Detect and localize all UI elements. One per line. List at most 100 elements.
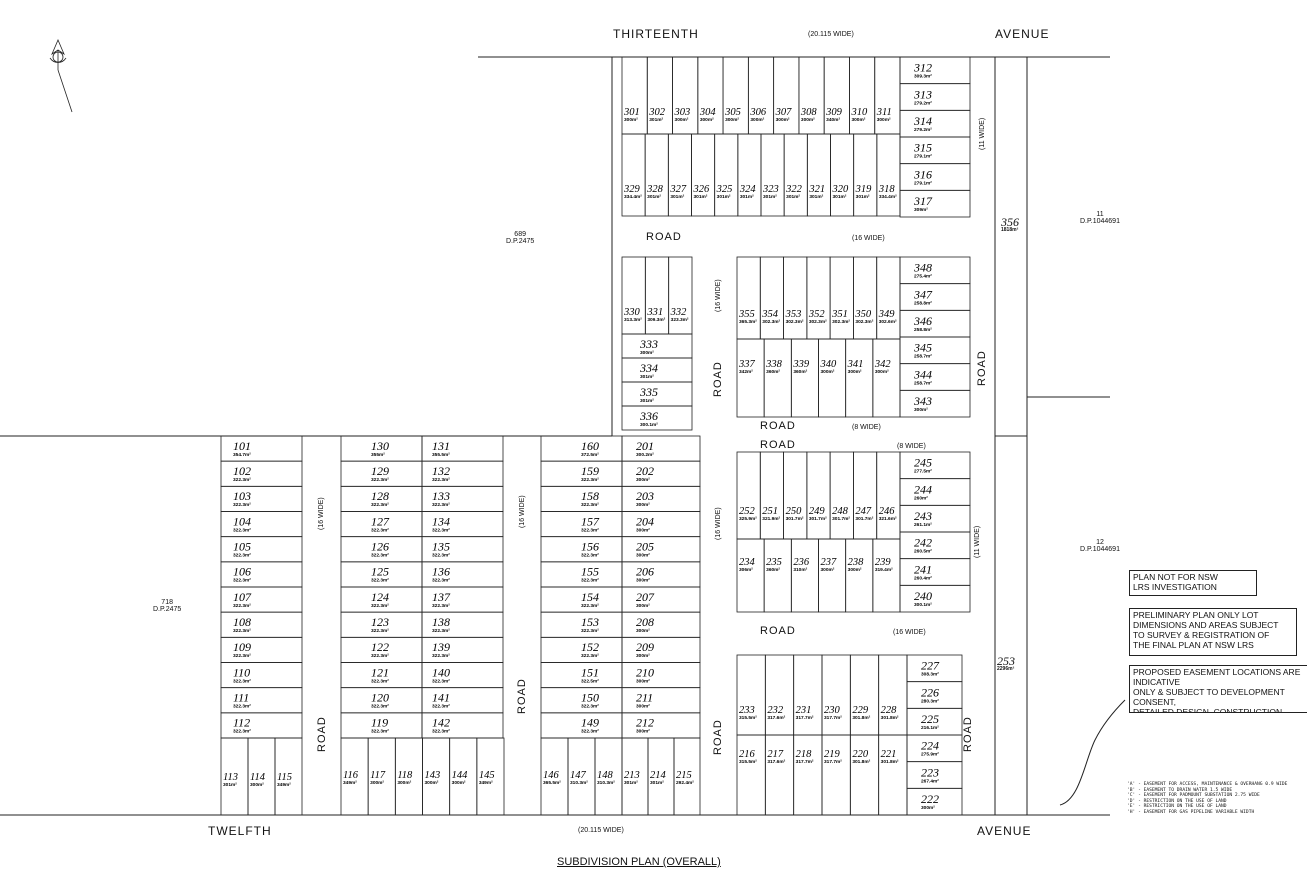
lot-area-152: 322.3m² [581,653,599,659]
lot-boundary [845,338,874,418]
lot-area-149: 322.3m² [581,729,599,735]
lot-number-342: 342 [874,359,892,370]
lot-number-137: 137 [432,590,451,604]
lot-area-235: 360m² [766,567,780,573]
lot-boundary [763,538,792,613]
lot-boundary [899,189,971,218]
lot-area-349: 302.6m² [879,319,897,325]
lot-boundary [818,338,847,418]
lot-number-242: 242 [914,536,932,550]
lot-area-113: 301m² [223,782,237,788]
lot-area-329: 334.4m² [624,194,642,200]
lot-number-117: 117 [370,770,386,781]
road-width-west-2: (16 WIDE) [519,495,526,528]
lot-number-151: 151 [581,665,599,679]
easement-legend: 'A' - EASEMENT FOR ACCESS, MAINTENANCE &… [1127,782,1287,816]
lot-area-238: 300m² [848,567,862,573]
lot-boundary [274,737,303,816]
lot-number-202: 202 [636,464,654,478]
lot-boundary [764,654,795,736]
lot-number-322: 322 [785,184,803,195]
road-width-south: (16 WIDE) [893,629,926,636]
lot-area-213: 301m² [624,780,638,786]
lot-area-153: 322.3m² [581,628,599,634]
lot-number-221: 221 [881,749,897,760]
lot-number-112: 112 [233,716,250,730]
lot-area-202: 300m² [636,477,650,483]
lot-number-114: 114 [250,772,266,783]
lot-area-234: 306m² [739,567,753,573]
lot-number-346: 346 [913,314,932,328]
lot-area-251: 321.9m² [762,516,780,522]
lot-area-151: 322.5m² [581,678,599,684]
lot-number-201: 201 [636,439,654,453]
lot-area-207: 300m² [636,603,650,609]
lot-area-348: 275.4m² [914,274,932,280]
lot-number-210: 210 [636,665,654,679]
lot-boundary [853,256,878,340]
lot-number-225: 225 [921,712,939,726]
lot-boundary [906,787,963,816]
lot-number-104: 104 [233,514,251,528]
lot-area-160: 372.5m² [581,452,599,458]
lot-number-143: 143 [425,770,441,781]
lot-boundary [736,654,766,736]
lot-area-127: 322.3m² [371,527,389,533]
lot-number-347: 347 [913,287,933,301]
lot-area-332: 323.3m² [671,317,689,323]
lot-number-323: 323 [762,184,779,195]
lot-number-155: 155 [581,565,599,579]
lot-area-214: 301m² [650,780,664,786]
lot-number-126: 126 [371,540,389,554]
lot-area-335: 301m² [640,398,654,404]
lot-boundary [876,133,901,217]
lot-number-149: 149 [581,716,599,730]
lot-number-244: 244 [914,482,932,496]
lot-boundary [764,734,795,816]
lot-area-247: 301.7m² [855,516,873,522]
lot-area-218: 317.7m² [796,759,814,765]
lot-boundary [899,336,971,365]
lot-number-118: 118 [397,770,413,781]
lot-number-106: 106 [233,565,251,579]
lot-area-133: 322.3m² [432,502,450,508]
lot-boundary [737,133,762,217]
lot-number-146: 146 [543,770,560,781]
lot-number-313: 313 [913,87,932,101]
lot-boundary [783,256,808,340]
lot-boundary [853,133,878,217]
lot-boundary [876,451,901,540]
lot-number-227: 227 [921,659,940,673]
lot-number-140: 140 [432,665,450,679]
lot-area-159: 322.3m² [581,477,599,483]
twelfth-street-width: (20.115 WIDE) [578,827,624,834]
lot-area-108: 322.3m² [233,628,251,634]
lot-area-211: 300m² [636,704,650,710]
lot-number-320: 320 [832,184,850,195]
lot-area-240: 300.1m² [914,602,932,608]
lot-number-245: 245 [914,456,932,470]
lot-number-330: 330 [623,307,641,318]
road-width-centre-1: (16 WIDE) [715,279,722,312]
lot-area-223: 267.4m² [921,778,939,784]
lot-area-110: 322.3m² [233,678,251,684]
lot-boundary [793,734,823,816]
lot-area-330: 313.3m² [624,317,642,323]
lot-boundary [793,654,823,736]
lot-area-310: 300m² [851,117,865,123]
lot-area-144: 300m² [452,780,466,786]
lot-area-252: 325.9m² [739,516,757,522]
lot-area-241: 260.4m² [914,575,932,581]
lot-number-319: 319 [855,184,873,195]
lot-area-249: 301.7m² [809,516,827,522]
lot-area-147: 310.3m² [570,780,588,786]
lot-number-325: 325 [716,184,733,195]
twelfth-avenue-label: AVENUE [977,824,1032,838]
lot-number-232: 232 [767,705,784,716]
legend-item: 'E' - RESTRICTION ON THE USE OF LAND [1127,804,1227,810]
lot-number-147: 147 [570,770,587,781]
lot-area-346: 258.8m² [914,327,932,333]
lot-boundary [818,538,847,613]
lot-area-157: 322.3m² [581,527,599,533]
